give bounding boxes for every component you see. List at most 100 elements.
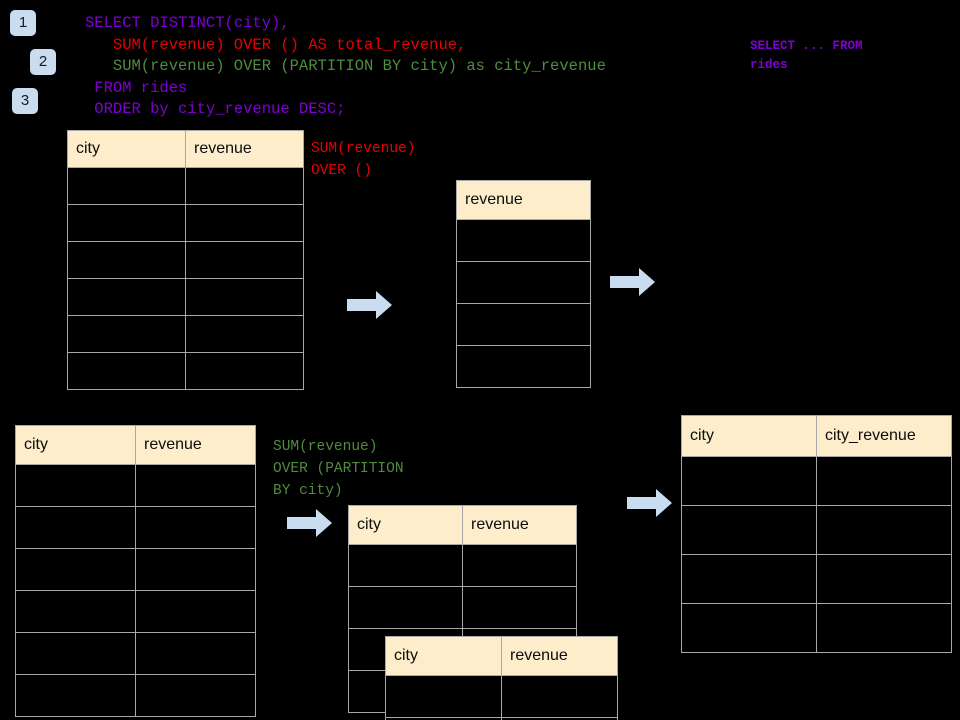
table-cell bbox=[67, 167, 186, 205]
table-cell bbox=[15, 464, 136, 507]
table-cell bbox=[67, 204, 186, 242]
column-header-city: city bbox=[67, 130, 186, 168]
table-cell bbox=[185, 352, 304, 390]
column-header-city: city bbox=[348, 505, 463, 545]
table-row bbox=[456, 345, 591, 388]
column-header-revenue: revenue bbox=[456, 180, 591, 220]
table-cell bbox=[816, 456, 952, 506]
table-cell bbox=[816, 603, 952, 653]
table-row bbox=[15, 590, 256, 633]
column-header-city: city bbox=[15, 425, 136, 465]
table-cell bbox=[462, 544, 577, 587]
table-row bbox=[67, 167, 304, 205]
table-cell bbox=[185, 204, 304, 242]
table-cell bbox=[185, 241, 304, 279]
step-badge-1: 1 bbox=[10, 10, 36, 36]
table-row bbox=[385, 717, 618, 720]
sql-line-4: FROM rides bbox=[94, 78, 188, 97]
table-cell bbox=[681, 554, 817, 604]
table-cell bbox=[462, 586, 577, 629]
table-row bbox=[15, 548, 256, 591]
table-cell bbox=[456, 219, 591, 262]
column-header-city_revenue: city_revenue bbox=[816, 415, 952, 457]
column-header-revenue: revenue bbox=[135, 425, 256, 465]
sum-over-partition-note: SUM(revenue) OVER (PARTITION BY city) bbox=[273, 439, 404, 499]
table-row bbox=[67, 278, 304, 316]
table-row bbox=[67, 315, 304, 353]
sql-query-block: SELECT DISTINCT(city), SUM(revenue) OVER … bbox=[85, 13, 606, 121]
table-cell bbox=[456, 303, 591, 346]
column-header-revenue: revenue bbox=[185, 130, 304, 168]
select-from-rides-note: SELECT ... FROM rides bbox=[750, 39, 863, 72]
table-cell bbox=[15, 674, 136, 717]
table-cell bbox=[816, 554, 952, 604]
table-row bbox=[681, 554, 952, 604]
column-header-city: city bbox=[385, 636, 502, 676]
sum-over-empty-note: SUM(revenue) OVER () bbox=[311, 141, 416, 179]
table-row bbox=[67, 241, 304, 279]
arrow-total-to-result bbox=[610, 267, 656, 297]
table-cell bbox=[185, 315, 304, 353]
table-cell bbox=[501, 717, 618, 720]
table-row bbox=[67, 204, 304, 242]
table-cell bbox=[135, 506, 256, 549]
table-row bbox=[456, 303, 591, 346]
table-cell bbox=[348, 544, 463, 587]
table-row bbox=[67, 352, 304, 390]
table-cell bbox=[816, 505, 952, 555]
step-badge-3: 3 bbox=[12, 88, 38, 114]
table-row bbox=[681, 456, 952, 506]
column-header-revenue: revenue bbox=[462, 505, 577, 545]
table-cell bbox=[456, 261, 591, 304]
sql-line-3: SUM(revenue) OVER (PARTITION BY city) as… bbox=[112, 57, 606, 75]
table-row bbox=[15, 506, 256, 549]
table-cell bbox=[135, 590, 256, 633]
table-row bbox=[456, 219, 591, 262]
table-cell bbox=[135, 464, 256, 507]
table-cell bbox=[15, 548, 136, 591]
arrow-right-icon bbox=[287, 509, 332, 537]
table-cell bbox=[501, 675, 618, 718]
table-row bbox=[348, 586, 577, 629]
table-cell bbox=[681, 603, 817, 653]
table-cell bbox=[681, 456, 817, 506]
table-row bbox=[15, 674, 256, 717]
table-cell bbox=[15, 506, 136, 549]
table-row bbox=[385, 675, 618, 718]
table-cell bbox=[15, 590, 136, 633]
arrow-right-icon bbox=[347, 291, 392, 319]
arrow-source-to-total bbox=[347, 290, 393, 320]
table-cell bbox=[185, 278, 304, 316]
arrow-partition-to-result bbox=[627, 488, 673, 518]
table-cell bbox=[67, 241, 186, 279]
arrow-source2-to-partition bbox=[287, 508, 333, 538]
step-badge-2: 2 bbox=[30, 49, 56, 75]
table-cell bbox=[135, 632, 256, 675]
table-cell bbox=[67, 315, 186, 353]
table-row bbox=[681, 505, 952, 555]
table-cell bbox=[15, 632, 136, 675]
table-cell bbox=[385, 675, 502, 718]
table-cell bbox=[67, 278, 186, 316]
table-cell bbox=[681, 505, 817, 555]
table-cell bbox=[185, 167, 304, 205]
sql-line-1: SELECT DISTINCT(city), bbox=[85, 14, 290, 32]
table-row bbox=[681, 603, 952, 653]
table-row bbox=[456, 261, 591, 304]
total-revenue-table: revenue bbox=[456, 180, 591, 388]
table-row bbox=[15, 464, 256, 507]
table-cell bbox=[348, 586, 463, 629]
table-cell bbox=[67, 352, 186, 390]
table-header-row: revenue bbox=[456, 180, 591, 220]
arrow-right-icon bbox=[610, 268, 655, 296]
table-row bbox=[15, 632, 256, 675]
table-cell bbox=[456, 345, 591, 388]
